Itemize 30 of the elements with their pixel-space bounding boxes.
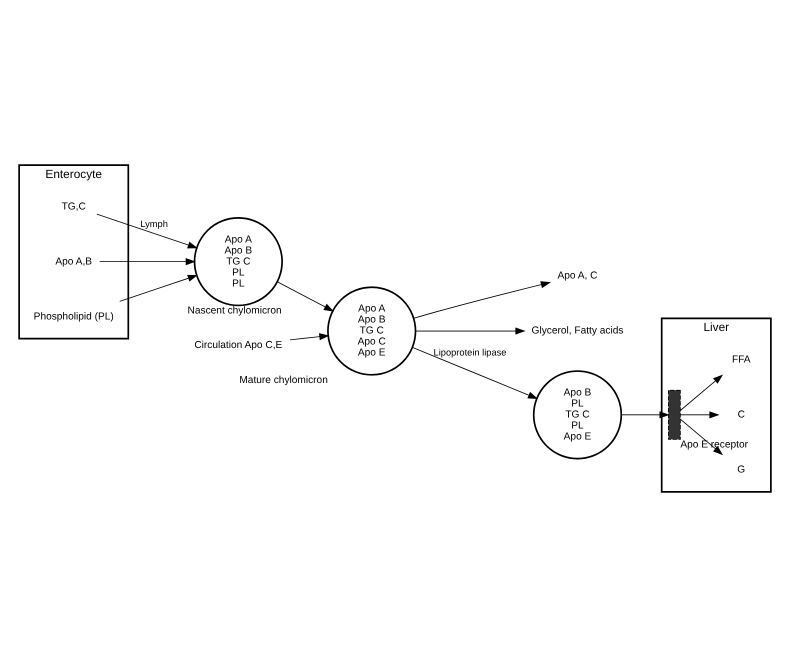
node-circle: Apo A Apo B TG C PL PL [194,216,283,306]
node-text: Phospholipid (PL) [34,310,114,322]
arrow [413,280,551,318]
arrow [290,332,330,340]
arrow [96,213,198,248]
arrow [680,410,720,418]
edge-label: Lymph [140,218,168,228]
arrow [119,274,198,302]
node-box [668,389,681,440]
arrow [680,418,724,455]
node-text: Glycerol, Fatty acids [532,325,624,336]
node-text: TG,C [62,200,86,212]
arrow [620,410,670,418]
node-text: C [738,408,745,420]
arrow [276,280,334,312]
node-text: Apo A,B [55,256,92,267]
node-text: FFA [732,354,751,365]
node-label: Mature chylomicron [239,374,328,386]
arrow [99,258,196,265]
node-label: Apo E receptor [680,438,748,450]
node-circle: Apo A Apo B TG C Apo C Apo E [327,286,416,376]
arrow [680,374,724,410]
node-text: G [737,464,746,475]
edge-label: Lipoprotein lipase [434,346,506,357]
arrow [412,346,538,398]
node-label: Nascent chylomicron [188,304,282,316]
node-text: Circulation Apo C,E [194,340,282,351]
node-circle: Apo B PL TG C PL Apo E [532,370,622,459]
node-text: Apo A, C [557,270,598,282]
arrow [415,326,526,334]
